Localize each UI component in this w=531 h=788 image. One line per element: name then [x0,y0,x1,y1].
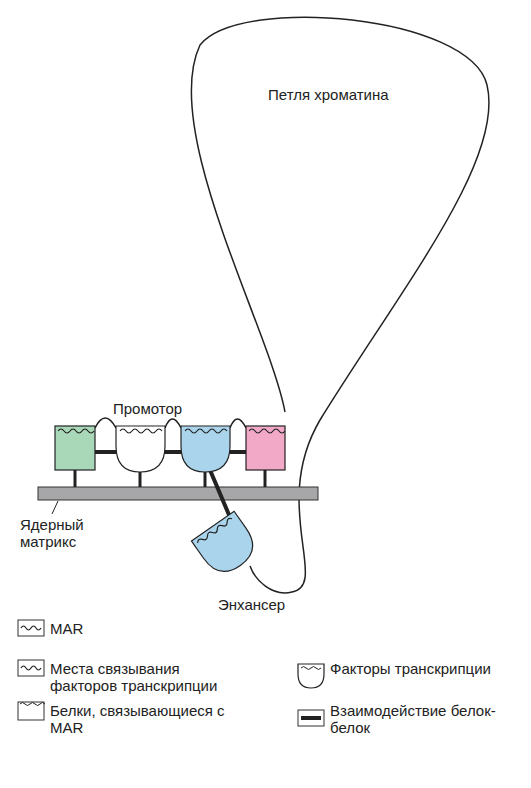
legend-text: MAR [50,620,250,637]
legend-text: Белки, связывающиеся с MAR [50,702,250,736]
chromatin-loop [191,17,489,593]
legend-text: Взаимодействие белок-белок [330,702,500,736]
loop-label: Петля хроматина [268,86,389,103]
enhancer-link [210,470,232,522]
transcription-factor [181,426,230,472]
legend-text: Места связывания факторов транскрипции [50,660,250,694]
matrix-stems [75,470,265,487]
transcription-factor [116,426,165,472]
enhancer-label: Энхансер [218,596,285,613]
matrix-label: Ядерный матрикс [20,516,115,550]
mar-binding-protein [246,426,285,470]
enhancer-factor [192,511,262,580]
mar-binding-protein [55,426,95,470]
mar-wave [58,429,285,433]
promoter-label: Промотор [113,400,182,417]
nuclear-matrix-bar [38,487,318,500]
leader-line [52,501,58,514]
legend-text: Факторы транскрипции [330,660,500,677]
